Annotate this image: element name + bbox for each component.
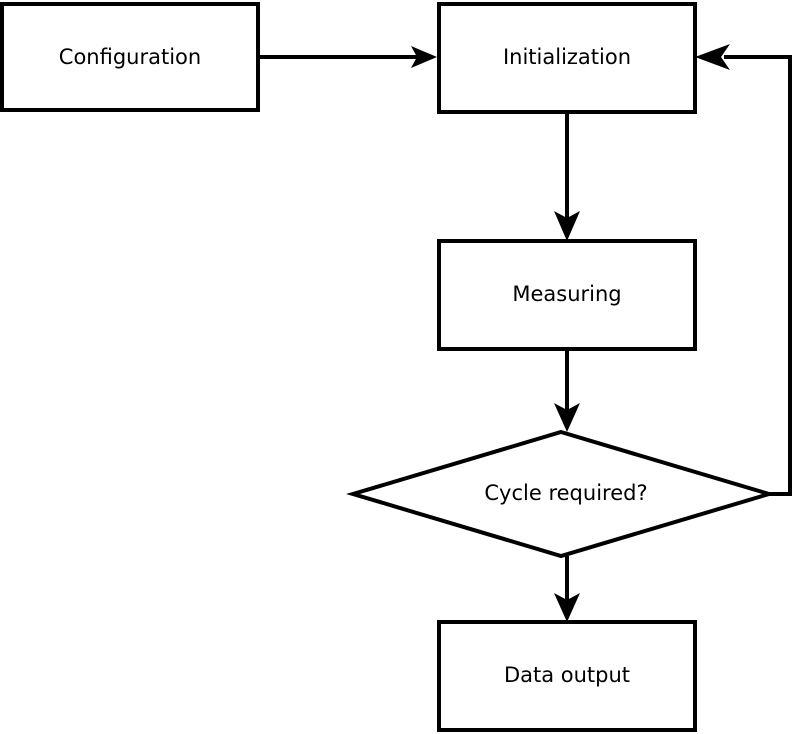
arrowhead-into-initialization-left — [411, 46, 437, 68]
node-initialization[interactable]: Initialization — [437, 2, 697, 114]
arrowhead-into-initialization-right — [695, 44, 730, 70]
node-shape-cycle-required-diamond[interactable] — [345, 429, 777, 559]
edge-feedback-cycle-to-initialization — [695, 44, 792, 496]
edge-cycle-required-to-data-output — [554, 556, 580, 622]
node-shape-measuring[interactable] — [437, 239, 697, 351]
node-label-cycle-required: Cycle required? — [484, 481, 647, 505]
edge-line-feedback-loop — [724, 55, 792, 496]
arrowhead-into-measuring — [554, 211, 580, 241]
node-configuration[interactable]: Configuration — [0, 2, 260, 112]
node-shape-configuration[interactable] — [0, 2, 260, 112]
node-cycle-required[interactable]: Cycle required? — [345, 429, 777, 559]
node-label-data-output: Data output — [504, 663, 630, 687]
node-data-output[interactable]: Data output — [437, 620, 697, 732]
edge-initialization-to-measuring — [554, 112, 580, 241]
node-measuring[interactable]: Measuring — [437, 239, 697, 351]
node-label-configuration: Configuration — [59, 45, 201, 69]
edge-configuration-to-initialization — [258, 46, 437, 68]
node-label-measuring: Measuring — [512, 282, 621, 306]
arrowhead-into-data-output — [554, 593, 580, 622]
node-shape-data-output[interactable] — [437, 620, 697, 732]
arrowhead-into-cycle-required — [554, 403, 580, 432]
node-label-initialization: Initialization — [503, 45, 631, 69]
node-shape-initialization[interactable] — [437, 2, 697, 114]
edge-measuring-to-cycle-required — [554, 349, 580, 432]
